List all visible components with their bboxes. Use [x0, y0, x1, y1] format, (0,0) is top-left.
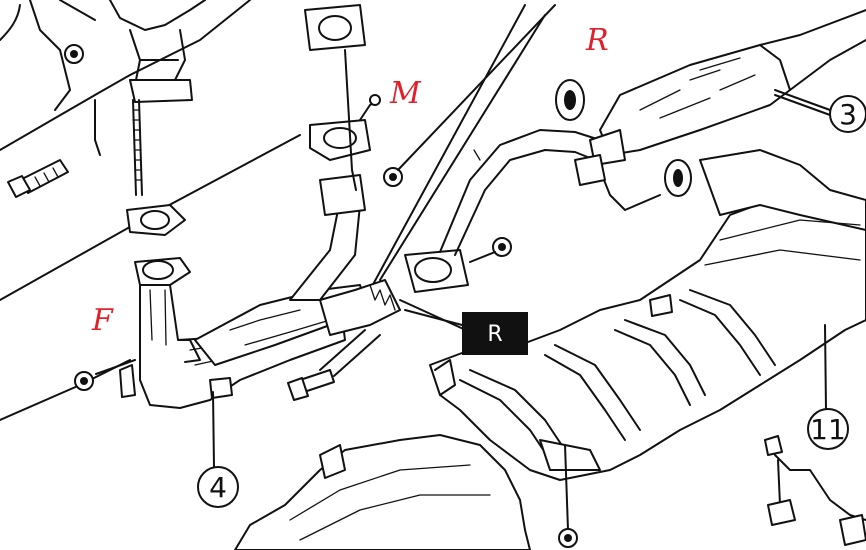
leader-part-11: [824, 324, 827, 411]
heat-shield: [429, 149, 866, 481]
nut-lower-left: [74, 359, 136, 391]
callout-part-4-label: 4: [209, 471, 227, 504]
catalytic-converter: [589, 9, 866, 166]
flex-coupling: [319, 249, 471, 336]
bracket-left: [119, 364, 136, 398]
muffler-lower: [234, 434, 531, 550]
o2-sensor-mid: [359, 94, 381, 121]
nut-middle: [383, 167, 403, 187]
gasket-top-middle: [304, 4, 366, 191]
leader-part-4: [212, 391, 215, 469]
callout-part-11-label: 11: [810, 413, 846, 446]
handwritten-label-f: F: [91, 303, 114, 338]
callout-part-3-label: 3: [839, 98, 857, 131]
leader-part-3: [774, 89, 831, 111]
rubber-hanger-lower: [664, 159, 692, 197]
callout-part-11: 11: [807, 408, 849, 450]
o2-sensor-rear: [574, 154, 661, 211]
callout-part-3: 3: [829, 95, 866, 133]
rubber-hanger-upper: [555, 79, 585, 121]
badge-r-label: R: [487, 322, 502, 347]
stud-nut-top-left: [64, 44, 84, 64]
front-gasket-stud: [132, 99, 143, 196]
nut-coupling: [469, 237, 512, 263]
leader-lines-top: [369, 4, 556, 291]
rear-pipe: [439, 129, 601, 256]
bolt-lower-center: [287, 329, 381, 401]
badge-r: R: [462, 312, 528, 355]
sensor-bottom-right: [764, 435, 866, 546]
stud-bottom-center: [558, 444, 578, 548]
bolt-left: [7, 159, 69, 198]
engine-block-outline: [0, 0, 251, 151]
handwritten-label-m: M: [389, 76, 422, 111]
front-gasket: [126, 204, 186, 236]
leader-badge-r: [404, 309, 463, 326]
handwritten-label-r: R: [585, 23, 609, 58]
callout-part-4: 4: [197, 466, 239, 508]
